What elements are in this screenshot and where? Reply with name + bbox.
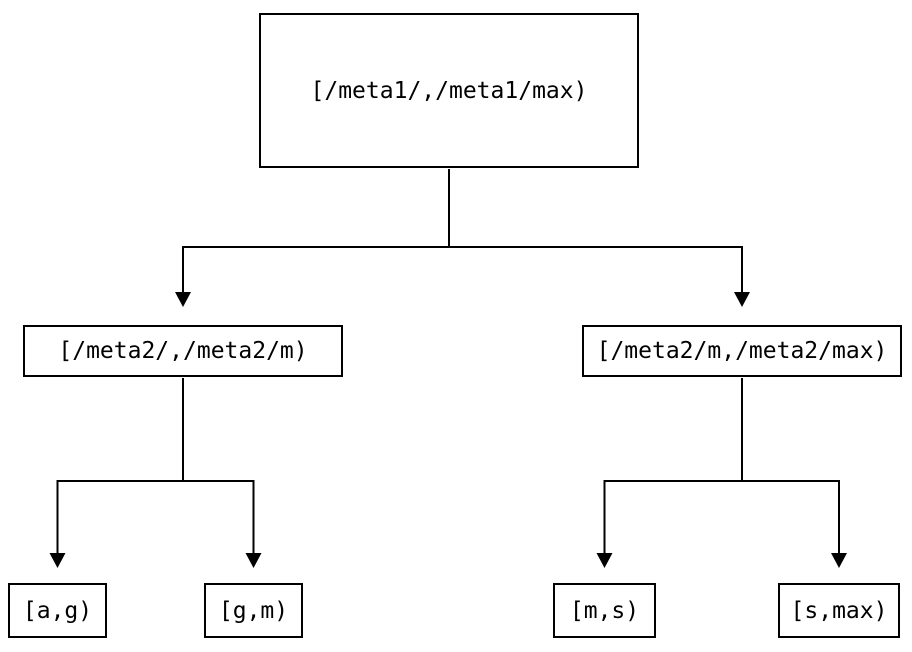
node-right-right: [s,max) <box>778 583 900 638</box>
edge-right-arrowheads <box>596 553 847 568</box>
arrowhead-down-icon <box>596 553 613 568</box>
node-left-left-label: [a,g) <box>22 597 93 624</box>
edge-root-arrowheads <box>175 292 750 307</box>
node-right: [/meta2/m,/meta2/max) <box>582 325 902 377</box>
node-left-right: [g,m) <box>204 583 303 638</box>
node-right-left-label: [m,s) <box>569 597 640 624</box>
arrowhead-down-icon <box>245 553 262 568</box>
node-right-label: [/meta2/m,/meta2/max) <box>596 338 888 364</box>
edge-right-children <box>603 378 840 554</box>
node-root: [/meta1/,/meta1/max) <box>259 13 639 168</box>
arrowhead-down-icon <box>175 292 191 307</box>
node-right-left: [m,s) <box>553 583 656 638</box>
node-right-right-label: [s,max) <box>790 597 888 624</box>
node-left-left: [a,g) <box>8 583 107 638</box>
edge-left-arrowheads <box>49 553 262 568</box>
arrowhead-down-icon <box>49 553 66 568</box>
node-left-right-label: [g,m) <box>218 597 289 624</box>
arrowhead-down-icon <box>831 553 847 568</box>
edge-root-children <box>182 169 743 293</box>
node-root-label: [/meta1/,/meta1/max) <box>310 77 588 104</box>
arrowhead-down-icon <box>734 292 750 307</box>
node-left: [/meta2/,/meta2/m) <box>23 325 343 377</box>
node-left-label: [/meta2/,/meta2/m) <box>58 338 308 364</box>
edge-left-children <box>56 378 255 554</box>
